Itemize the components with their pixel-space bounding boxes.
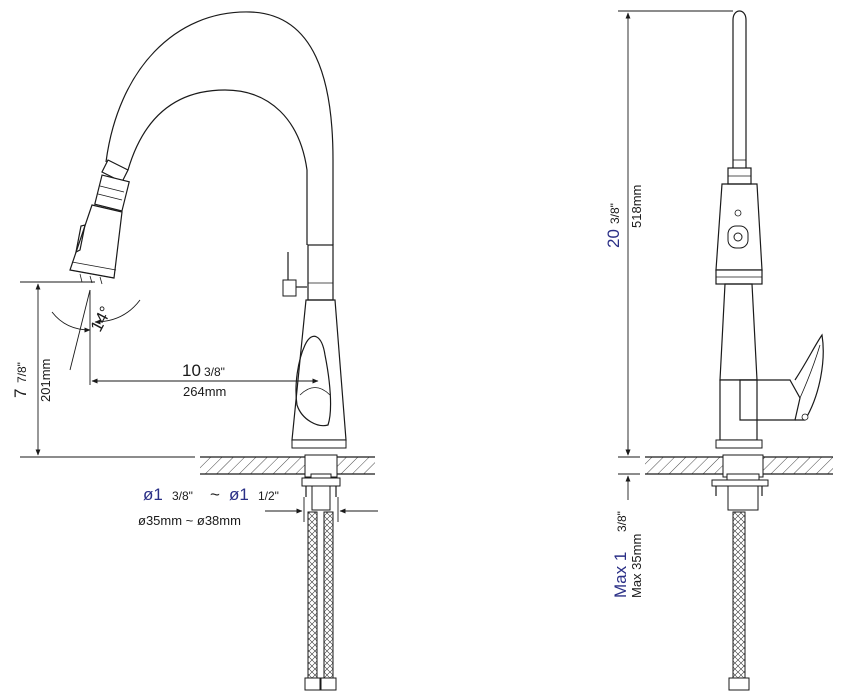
deck-mm: Max 35mm [629, 534, 644, 598]
hole-dimension [265, 497, 378, 522]
hole-sep: ~ [210, 485, 220, 504]
faucet-body [291, 244, 347, 511]
height-dimension-left [20, 281, 195, 458]
height-dimension-right [618, 10, 733, 458]
hole-b-main: ø1 [229, 485, 249, 504]
hole-b-frac: 1/2" [258, 489, 279, 503]
height-total-main: 20 [604, 229, 623, 248]
reach-mm: 264mm [183, 384, 226, 399]
deck-main: Max 1 [611, 552, 630, 598]
side-spout [715, 10, 763, 285]
supply-hoses-left [304, 511, 337, 691]
reach-frac: 3/8" [204, 365, 225, 379]
countertop-left [200, 454, 375, 478]
front-view: 7 7/8" 201mm 14° 10 3/8" 264mm ø1 3/8" ~… [11, 11, 378, 691]
gooseneck-spout [105, 11, 334, 297]
height-left-frac: 7/8" [15, 362, 29, 383]
side-view: 20 3/8" 518mm Max 1 3/8" Max 35mm [604, 10, 833, 691]
hole-a-frac: 3/8" [172, 489, 193, 503]
height-total-mm: 518mm [629, 185, 644, 228]
side-body [711, 283, 824, 511]
height-total-frac: 3/8" [608, 203, 622, 224]
reach-main: 10 [182, 361, 201, 380]
hole-a-main: ø1 [143, 485, 163, 504]
countertop-right [645, 454, 833, 478]
deck-frac: 3/8" [615, 511, 629, 532]
deck-dimension [618, 440, 640, 500]
angle-label: 14° [87, 303, 116, 335]
hole-mm: ø35mm ~ ø38mm [138, 513, 241, 528]
angle-dimension [51, 289, 141, 385]
height-left-main: 7 [11, 389, 30, 398]
supply-hose-right [728, 511, 750, 691]
spray-head [69, 159, 130, 285]
height-left-mm: 201mm [38, 359, 53, 402]
